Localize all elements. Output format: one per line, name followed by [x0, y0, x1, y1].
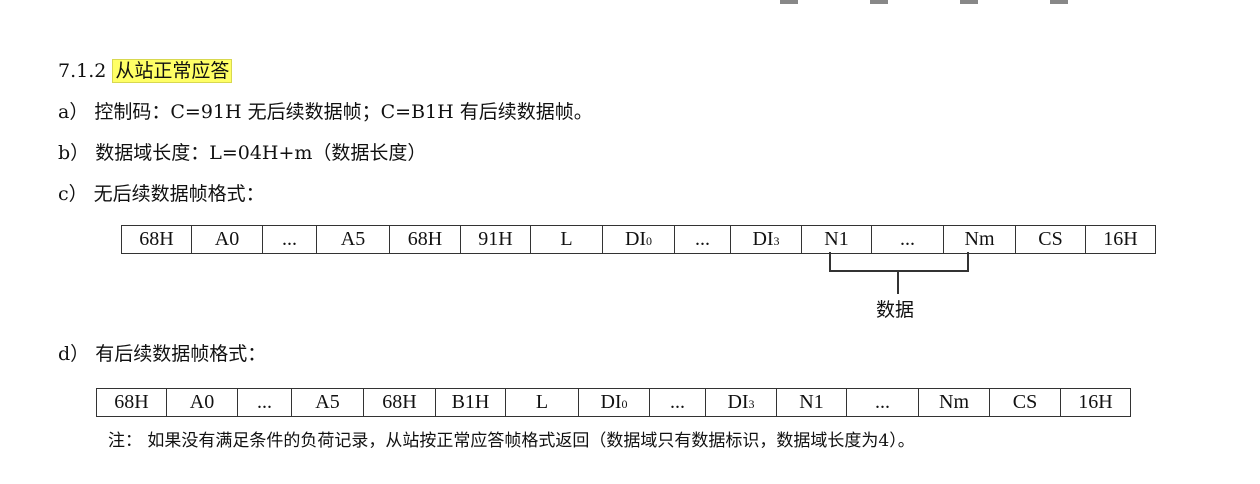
item-no-followup-format: c） 无后续数据帧格式： [58, 183, 265, 205]
frame-table-with-followup: 68H A0 ... A5 68H B1H L DI0 ... DI3 N1 .… [96, 388, 1131, 417]
data-bracket [829, 252, 969, 272]
frame-cell: A5 [291, 388, 364, 417]
frame-cell: 16H [1085, 225, 1156, 254]
frame-cell-di0: DI0 [578, 388, 650, 417]
frame-cell: B1H [435, 388, 506, 417]
data-bracket-label: 数据 [876, 299, 915, 321]
frame-cell: 68H [363, 388, 436, 417]
item-data-length: b） 数据域长度：L=04H+m（数据长度） [58, 142, 427, 164]
di-subscript: 0 [646, 234, 653, 248]
di-text: DI [600, 391, 622, 413]
frame-cell: N1 [776, 388, 847, 417]
item-with-followup-format: d） 有后续数据帧格式： [58, 343, 267, 365]
di-subscript: 3 [773, 234, 780, 248]
frame-cell-di3: DI3 [705, 388, 777, 417]
frame-cell: ... [262, 225, 317, 254]
frame-cell: Nm [918, 388, 990, 417]
frame-row: 68H A0 ... A5 68H 91H L DI0 ... DI3 N1 .… [121, 225, 1156, 254]
frame-cell: 16H [1060, 388, 1131, 417]
frame-cell: Nm [943, 225, 1016, 254]
section-heading: 7.1.2 从站正常应答 [58, 58, 233, 84]
frame-cell: 68H [96, 388, 167, 417]
frame-cell: CS [989, 388, 1061, 417]
frame-cell: A0 [166, 388, 238, 417]
frame-row: 68H A0 ... A5 68H B1H L DI0 ... DI3 N1 .… [96, 388, 1131, 417]
di-text: DI [727, 391, 749, 413]
frame-cell-di0: DI0 [602, 225, 675, 254]
data-bracket-stem [897, 272, 899, 294]
frame-cell: L [530, 225, 603, 254]
di-text: DI [624, 228, 647, 250]
frame-cell: ... [649, 388, 706, 417]
frame-cell: ... [674, 225, 731, 254]
frame-cell: 91H [460, 225, 531, 254]
frame-cell: A5 [316, 225, 390, 254]
frame-cell: A0 [191, 225, 263, 254]
section-title: 从站正常应答 [112, 59, 233, 83]
frame-cell: N1 [801, 225, 872, 254]
frame-cell: 68H [121, 225, 192, 254]
frame-cell-di3: DI3 [730, 225, 802, 254]
frame-cell: CS [1015, 225, 1086, 254]
di-text: DI [752, 228, 774, 250]
frame-cell: ... [237, 388, 292, 417]
frame-cell: ... [846, 388, 919, 417]
frame-cell: L [505, 388, 579, 417]
item-control-code: a） 控制码：C=91H 无后续数据帧；C=B1H 有后续数据帧。 [58, 101, 593, 123]
di-subscript: 3 [748, 397, 755, 411]
frame-cell: ... [871, 225, 944, 254]
di-subscript: 0 [621, 397, 628, 411]
frame-cell: 68H [389, 225, 461, 254]
footnote: 注： 如果没有满足条件的负荷记录，从站按正常应答帧格式返回（数据域只有数据标识，… [108, 431, 915, 451]
cropped-header-fragment [760, 0, 1080, 6]
section-number: 7.1.2 [58, 60, 107, 82]
frame-table-no-followup: 68H A0 ... A5 68H 91H L DI0 ... DI3 N1 .… [121, 225, 1156, 254]
